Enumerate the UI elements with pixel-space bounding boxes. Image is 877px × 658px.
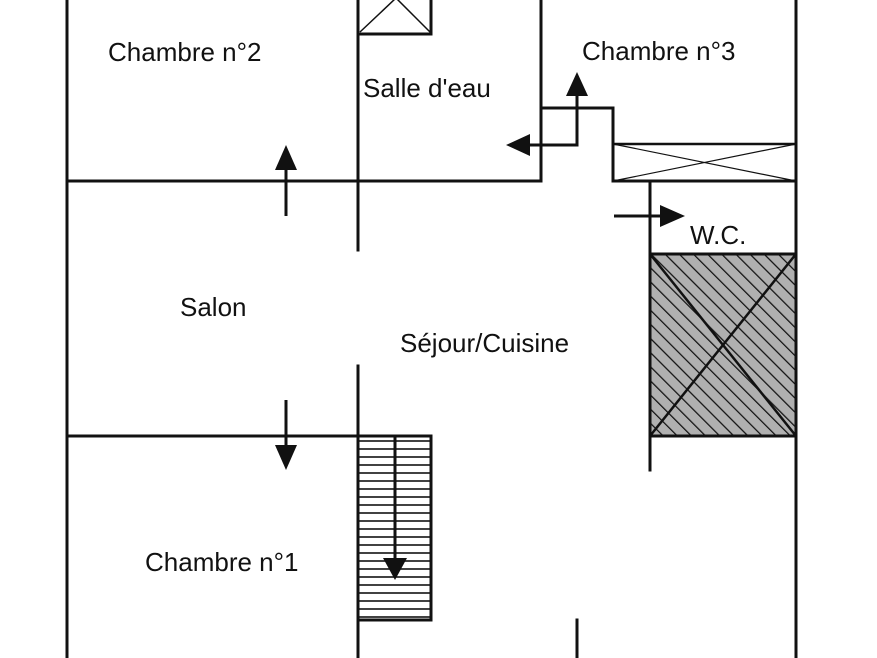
door-arrows	[275, 72, 685, 470]
room-label-chambre3: Chambre n°3	[582, 36, 735, 66]
room-label-chambre1: Chambre n°1	[145, 547, 298, 577]
room-label-salle-eau: Salle d'eau	[363, 73, 491, 103]
hatched-block-icon	[648, 252, 798, 438]
room-label-chambre2: Chambre n°2	[108, 37, 261, 67]
room-label-salon: Salon	[180, 292, 247, 322]
stairs-icon	[356, 434, 433, 622]
door-arrow-icon	[275, 400, 297, 470]
room-label-wc: W.C.	[690, 220, 746, 250]
door-arrow-icon	[275, 145, 297, 216]
cupboard-cross-icon	[356, 0, 433, 36]
door-arrow-icon	[506, 72, 588, 156]
cupboard-cross-icon	[611, 142, 798, 183]
door-arrow-icon	[614, 205, 685, 227]
room-label-sejour-cuisine: Séjour/Cuisine	[400, 328, 569, 358]
